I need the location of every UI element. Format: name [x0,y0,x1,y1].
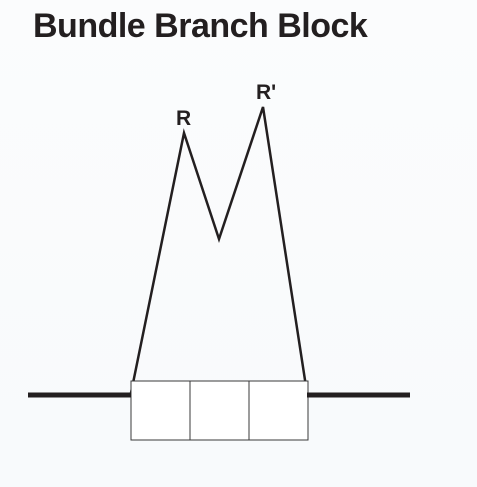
r-prime-wave-label: R' [256,81,276,104]
timing-boxes [130,380,309,441]
timing-box-1 [130,380,191,441]
timing-box-2 [189,380,250,441]
timing-box-3 [248,380,309,441]
page-title: Bundle Branch Block [33,7,368,45]
r-wave-label: R [176,107,191,130]
qrs-waveform [129,106,309,394]
